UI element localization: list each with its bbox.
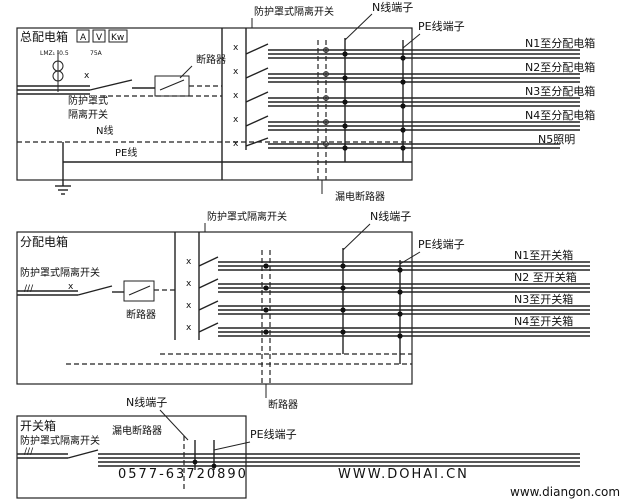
- sub-circuit-3: x: [186, 300, 590, 315]
- voltmeter: [92, 29, 106, 43]
- switch-box: 开关箱 防护罩式隔离开关 漏电断路器 N线端子 PE线端子 ///: [16, 395, 580, 499]
- switch-rcd-label: 漏电断路器: [112, 424, 162, 437]
- sub-circuit-2: x: [186, 278, 590, 293]
- sub-isolator-left-label: 防护罩式隔离开关: [20, 266, 100, 279]
- master-n-terminal-label: N线端子: [372, 0, 413, 14]
- svg-text:x: x: [233, 91, 239, 101]
- svg-text:x: x: [233, 115, 239, 125]
- sub-isolator-switch: [77, 285, 113, 296]
- sub-output-2: N2 至开关箱: [514, 270, 577, 284]
- svg-text:x: x: [186, 257, 192, 267]
- master-circuit-5: x: [233, 137, 560, 149]
- sub-n-terminal-label: N线端子: [370, 209, 411, 223]
- master-isolator-label-1: 防护罩式: [68, 94, 108, 107]
- master-rcd-label: 漏电断路器: [335, 190, 385, 203]
- svg-text:x: x: [84, 71, 90, 81]
- svg-text:x: x: [186, 279, 192, 289]
- switch-isolator-label: 防护罩式隔离开关: [20, 434, 100, 447]
- sub-distribution-box: 分配电箱 防护罩式隔离开关 N线端子 PE线端子 防护罩式隔离开关 /// x …: [16, 209, 590, 411]
- master-pe-line-label: PE线: [115, 146, 137, 159]
- ct-rating: 75A: [90, 50, 103, 57]
- watermark-site: WWW.DOHAI.CN: [338, 467, 469, 482]
- sub-output-4: N4至开关箱: [514, 314, 573, 328]
- master-breaker-label: 断路器: [196, 53, 226, 66]
- master-n-line-label: N线: [96, 124, 113, 137]
- sub-output-3: N3至开关箱: [514, 292, 573, 306]
- svg-text:x: x: [68, 282, 74, 292]
- sub-box-frame: [16, 231, 413, 385]
- ct-note: LMZ₁ -0.5: [40, 50, 69, 57]
- master-isolator-label-2: 隔离开关: [68, 108, 108, 121]
- switch-pe-terminal-label: PE线端子: [250, 427, 297, 441]
- master-circuit-1: x: [233, 43, 580, 59]
- ammeter-label: A: [80, 33, 87, 43]
- svg-text:x: x: [233, 67, 239, 77]
- sub-breaker: [123, 280, 155, 302]
- svg-text:x: x: [186, 323, 192, 333]
- switch-box-title: 开关箱: [20, 418, 56, 433]
- master-isolator-switch: [89, 79, 133, 91]
- master-pe-terminal-label: PE线端子: [418, 19, 465, 33]
- sub-isolator-top-label: 防护罩式隔离开关: [207, 210, 287, 223]
- master-output-2: N2至分配电箱: [525, 60, 595, 74]
- kw-meter-label: Kw: [111, 33, 124, 43]
- kw-meter: [108, 29, 128, 43]
- master-distribution-box: 总配电箱 A V Kw LMZ₁ -0.5 75A x 防护罩式 隔离开关 断路…: [16, 0, 595, 203]
- master-circuit-2: x: [233, 67, 580, 83]
- master-output-3: N3至分配电箱: [525, 84, 595, 98]
- sub-output-circuits: x x x x: [186, 248, 590, 384]
- master-output-1: N1至分配电箱: [525, 36, 595, 50]
- watermark-corner: www.diangon.com: [510, 485, 620, 499]
- master-box-title: 总配电箱: [20, 29, 68, 44]
- svg-text:x: x: [233, 139, 239, 149]
- svg-text:///: ///: [24, 447, 34, 457]
- current-transformer-icon: [52, 50, 64, 92]
- svg-text:///: ///: [24, 284, 34, 294]
- switch-isolator-switch: [67, 449, 99, 459]
- ground-icon: [55, 142, 71, 195]
- svg-text:x: x: [186, 301, 192, 311]
- master-output-5: N5照明: [538, 133, 575, 146]
- ammeter: [76, 29, 90, 43]
- switch-n-terminal-label: N线端子: [126, 395, 167, 409]
- sub-output-1: N1至开关箱: [514, 248, 573, 262]
- master-circuit-4: x: [233, 115, 580, 131]
- sub-circuit-4: x: [186, 322, 590, 337]
- sub-box-title: 分配电箱: [20, 234, 68, 249]
- watermark-phone: 0577-63720890: [118, 467, 248, 482]
- svg-text:x: x: [233, 43, 239, 53]
- master-box-frame: [16, 27, 413, 181]
- master-breaker: [154, 75, 190, 97]
- master-circuit-3: x: [233, 91, 580, 107]
- master-output-circuits: x x x x: [233, 38, 580, 180]
- master-output-4: N4至分配电箱: [525, 108, 595, 122]
- voltmeter-label: V: [96, 33, 103, 43]
- sub-pe-terminal-label: PE线端子: [418, 237, 465, 251]
- sub-circuit-1: x: [186, 256, 590, 271]
- sub-breaker-label: 断路器: [126, 308, 156, 321]
- master-isolator-top-label: 防护罩式隔离开关: [254, 5, 334, 18]
- sub-breaker-bottom-label: 断路器: [268, 398, 298, 411]
- switch-box-frame: [16, 415, 247, 499]
